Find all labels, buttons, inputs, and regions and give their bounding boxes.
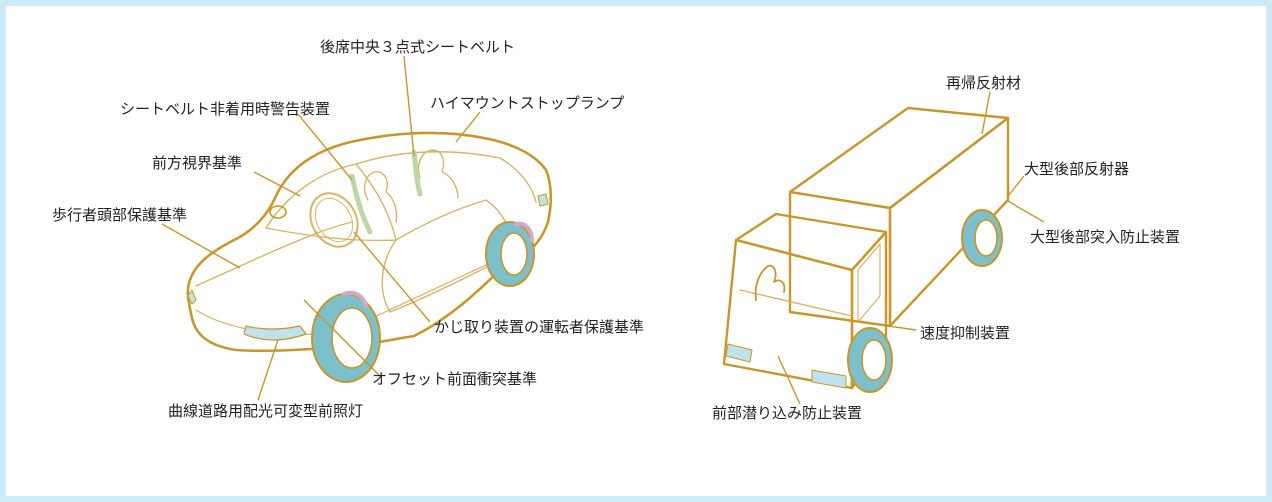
truck-driver-figure (754, 264, 786, 301)
car-windshield-frame (265, 163, 397, 242)
label-belt-warning: シートベルト非着用時警告装置 (120, 100, 331, 118)
label-adaptive-headlamp: 曲線道路用配光可変型前照灯 (168, 402, 364, 420)
label-steering-protection: かじ取り装置の運転者保護基準 (434, 318, 645, 336)
truck-cargo-box-top (788, 106, 1010, 210)
high-mount-stop-lamp (537, 193, 549, 207)
label-rear-center-belt: 後席中央３点式シートベルト (320, 38, 516, 56)
truck-cargo-box-side (888, 116, 1010, 328)
car-leader-lines (161, 55, 481, 401)
truck-leader-lines (777, 91, 1045, 405)
car-illustration (186, 131, 553, 383)
label-speed-limiter: 速度抑制装置 (920, 324, 1011, 342)
label-high-mount-lamp: ハイマウントストップランプ (430, 94, 625, 112)
side-mirror (269, 205, 287, 219)
rear-passenger-figure (417, 149, 459, 199)
headlamp (243, 325, 307, 341)
front-wheel (311, 290, 381, 383)
truck-illustration (722, 106, 1010, 393)
car-body-outline (186, 131, 553, 353)
truck-rear-wheel (961, 209, 1003, 267)
car-roof-line (355, 151, 537, 203)
front-seatbelt (349, 173, 373, 235)
truck-front-bumper (725, 343, 753, 363)
label-offset-crash: オフセット前面衝突基準 (372, 370, 538, 388)
label-large-rear-reflector: 大型後部反射器 (1024, 160, 1130, 178)
driver-figure (363, 171, 398, 223)
label-front-underrun: 前部潜り込み防止装置 (712, 404, 863, 422)
truck-windshield-line (739, 289, 853, 317)
label-retroreflective: 再帰反射材 (946, 74, 1022, 92)
truck-cab-top (734, 212, 888, 272)
label-pedestrian-head: 歩行者頭部保護基準 (52, 206, 188, 224)
truck-front-wheel (847, 327, 893, 393)
label-rear-underrun: 大型後部突入防止装置 (1030, 228, 1181, 246)
steering-wheel (309, 192, 359, 248)
rear-wheel (485, 221, 535, 287)
label-front-visibility: 前方視界基準 (152, 154, 243, 172)
truck-cab-front (722, 238, 854, 390)
car-hood-line (195, 221, 353, 287)
